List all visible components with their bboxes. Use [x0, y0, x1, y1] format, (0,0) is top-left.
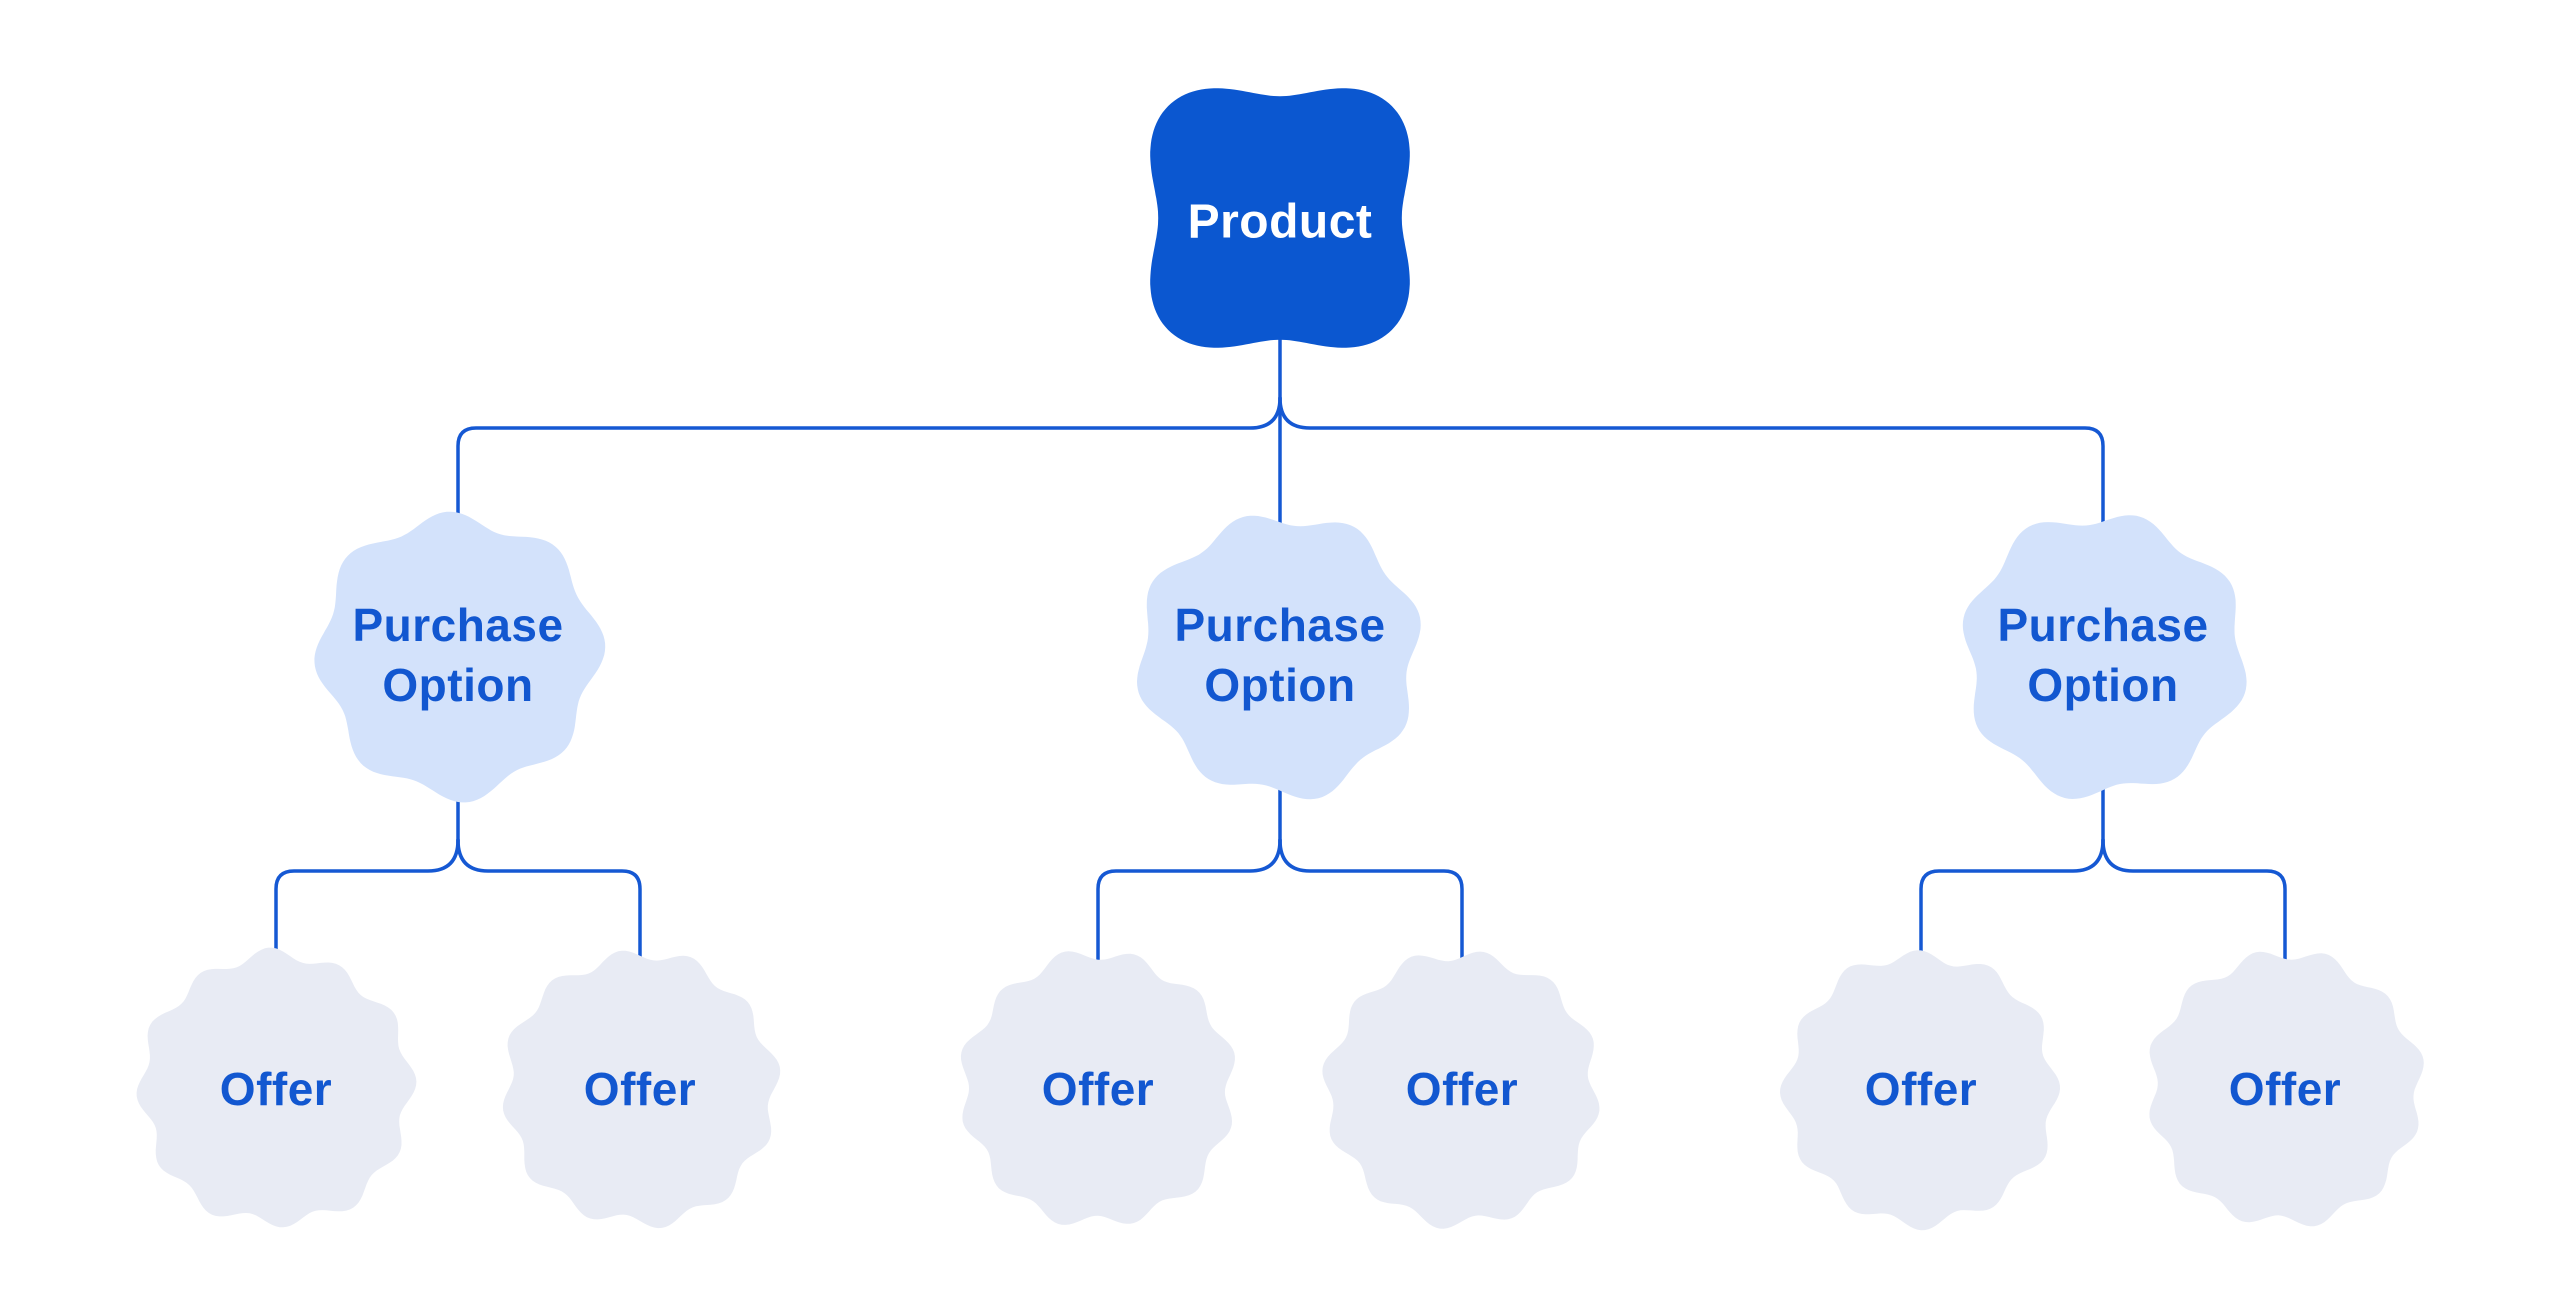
offer-node-3-shape	[960, 951, 1235, 1225]
offer-node-1: Offer	[136, 947, 417, 1228]
offer-node-4-label: Offer	[1406, 1063, 1518, 1115]
purchase-option-node-3-label-line2: Option	[2027, 659, 2178, 711]
connector-po3-left-branch	[1919, 838, 2105, 972]
connector-po2-left-branch	[1096, 838, 1282, 972]
purchase-option-node-3-label-line1: Purchase	[1997, 599, 2208, 651]
purchase-option-node-1: Purchase Option	[314, 511, 606, 803]
offer-node-2-label: Offer	[584, 1063, 696, 1115]
offer-node-6-label: Offer	[2229, 1063, 2341, 1115]
product-node: Product	[1150, 88, 1410, 348]
purchase-option-node-3: Purchase Option	[1962, 515, 2247, 799]
connector-po3-right-branch	[2101, 838, 2287, 972]
offer-node-2-shape	[502, 950, 781, 1229]
purchase-option-node-1-label-line2: Option	[382, 659, 533, 711]
connector-po1-right-branch	[456, 838, 642, 972]
offer-node-4-shape	[1322, 951, 1600, 1229]
connector-tier1-left-arm	[456, 396, 1282, 532]
purchase-option-node-2-shape	[1137, 515, 1421, 800]
purchase-option-node-1-label-line1: Purchase	[352, 599, 563, 651]
purchase-option-node-2-label-line2: Option	[1204, 659, 1355, 711]
product-node-label: Product	[1188, 196, 1373, 249]
offer-node-5-shape	[1780, 950, 2060, 1231]
offer-node-1-shape	[136, 947, 417, 1228]
purchase-option-node-2-label-line1: Purchase	[1174, 599, 1385, 651]
offer-node-1-label: Offer	[220, 1063, 332, 1115]
offer-node-3: Offer	[960, 951, 1235, 1225]
offer-node-3-label: Offer	[1042, 1063, 1154, 1115]
offer-node-5-label: Offer	[1865, 1063, 1977, 1115]
offer-node-2: Offer	[502, 950, 781, 1229]
connector-po2-right-branch	[1278, 838, 1464, 972]
offer-node-6-shape	[2149, 951, 2424, 1227]
offer-node-4: Offer	[1322, 951, 1600, 1229]
connector-tier1-right-arm	[1278, 396, 2105, 532]
purchase-option-node-3-shape	[1962, 515, 2247, 799]
connectors	[274, 333, 2287, 972]
offer-node-5: Offer	[1780, 950, 2060, 1231]
product-node-shape	[1150, 88, 1410, 348]
purchase-option-node-1-shape	[314, 511, 606, 803]
connector-po1-left-branch	[274, 838, 460, 972]
offer-node-6: Offer	[2149, 951, 2424, 1227]
purchase-option-node-2: Purchase Option	[1137, 515, 1421, 800]
